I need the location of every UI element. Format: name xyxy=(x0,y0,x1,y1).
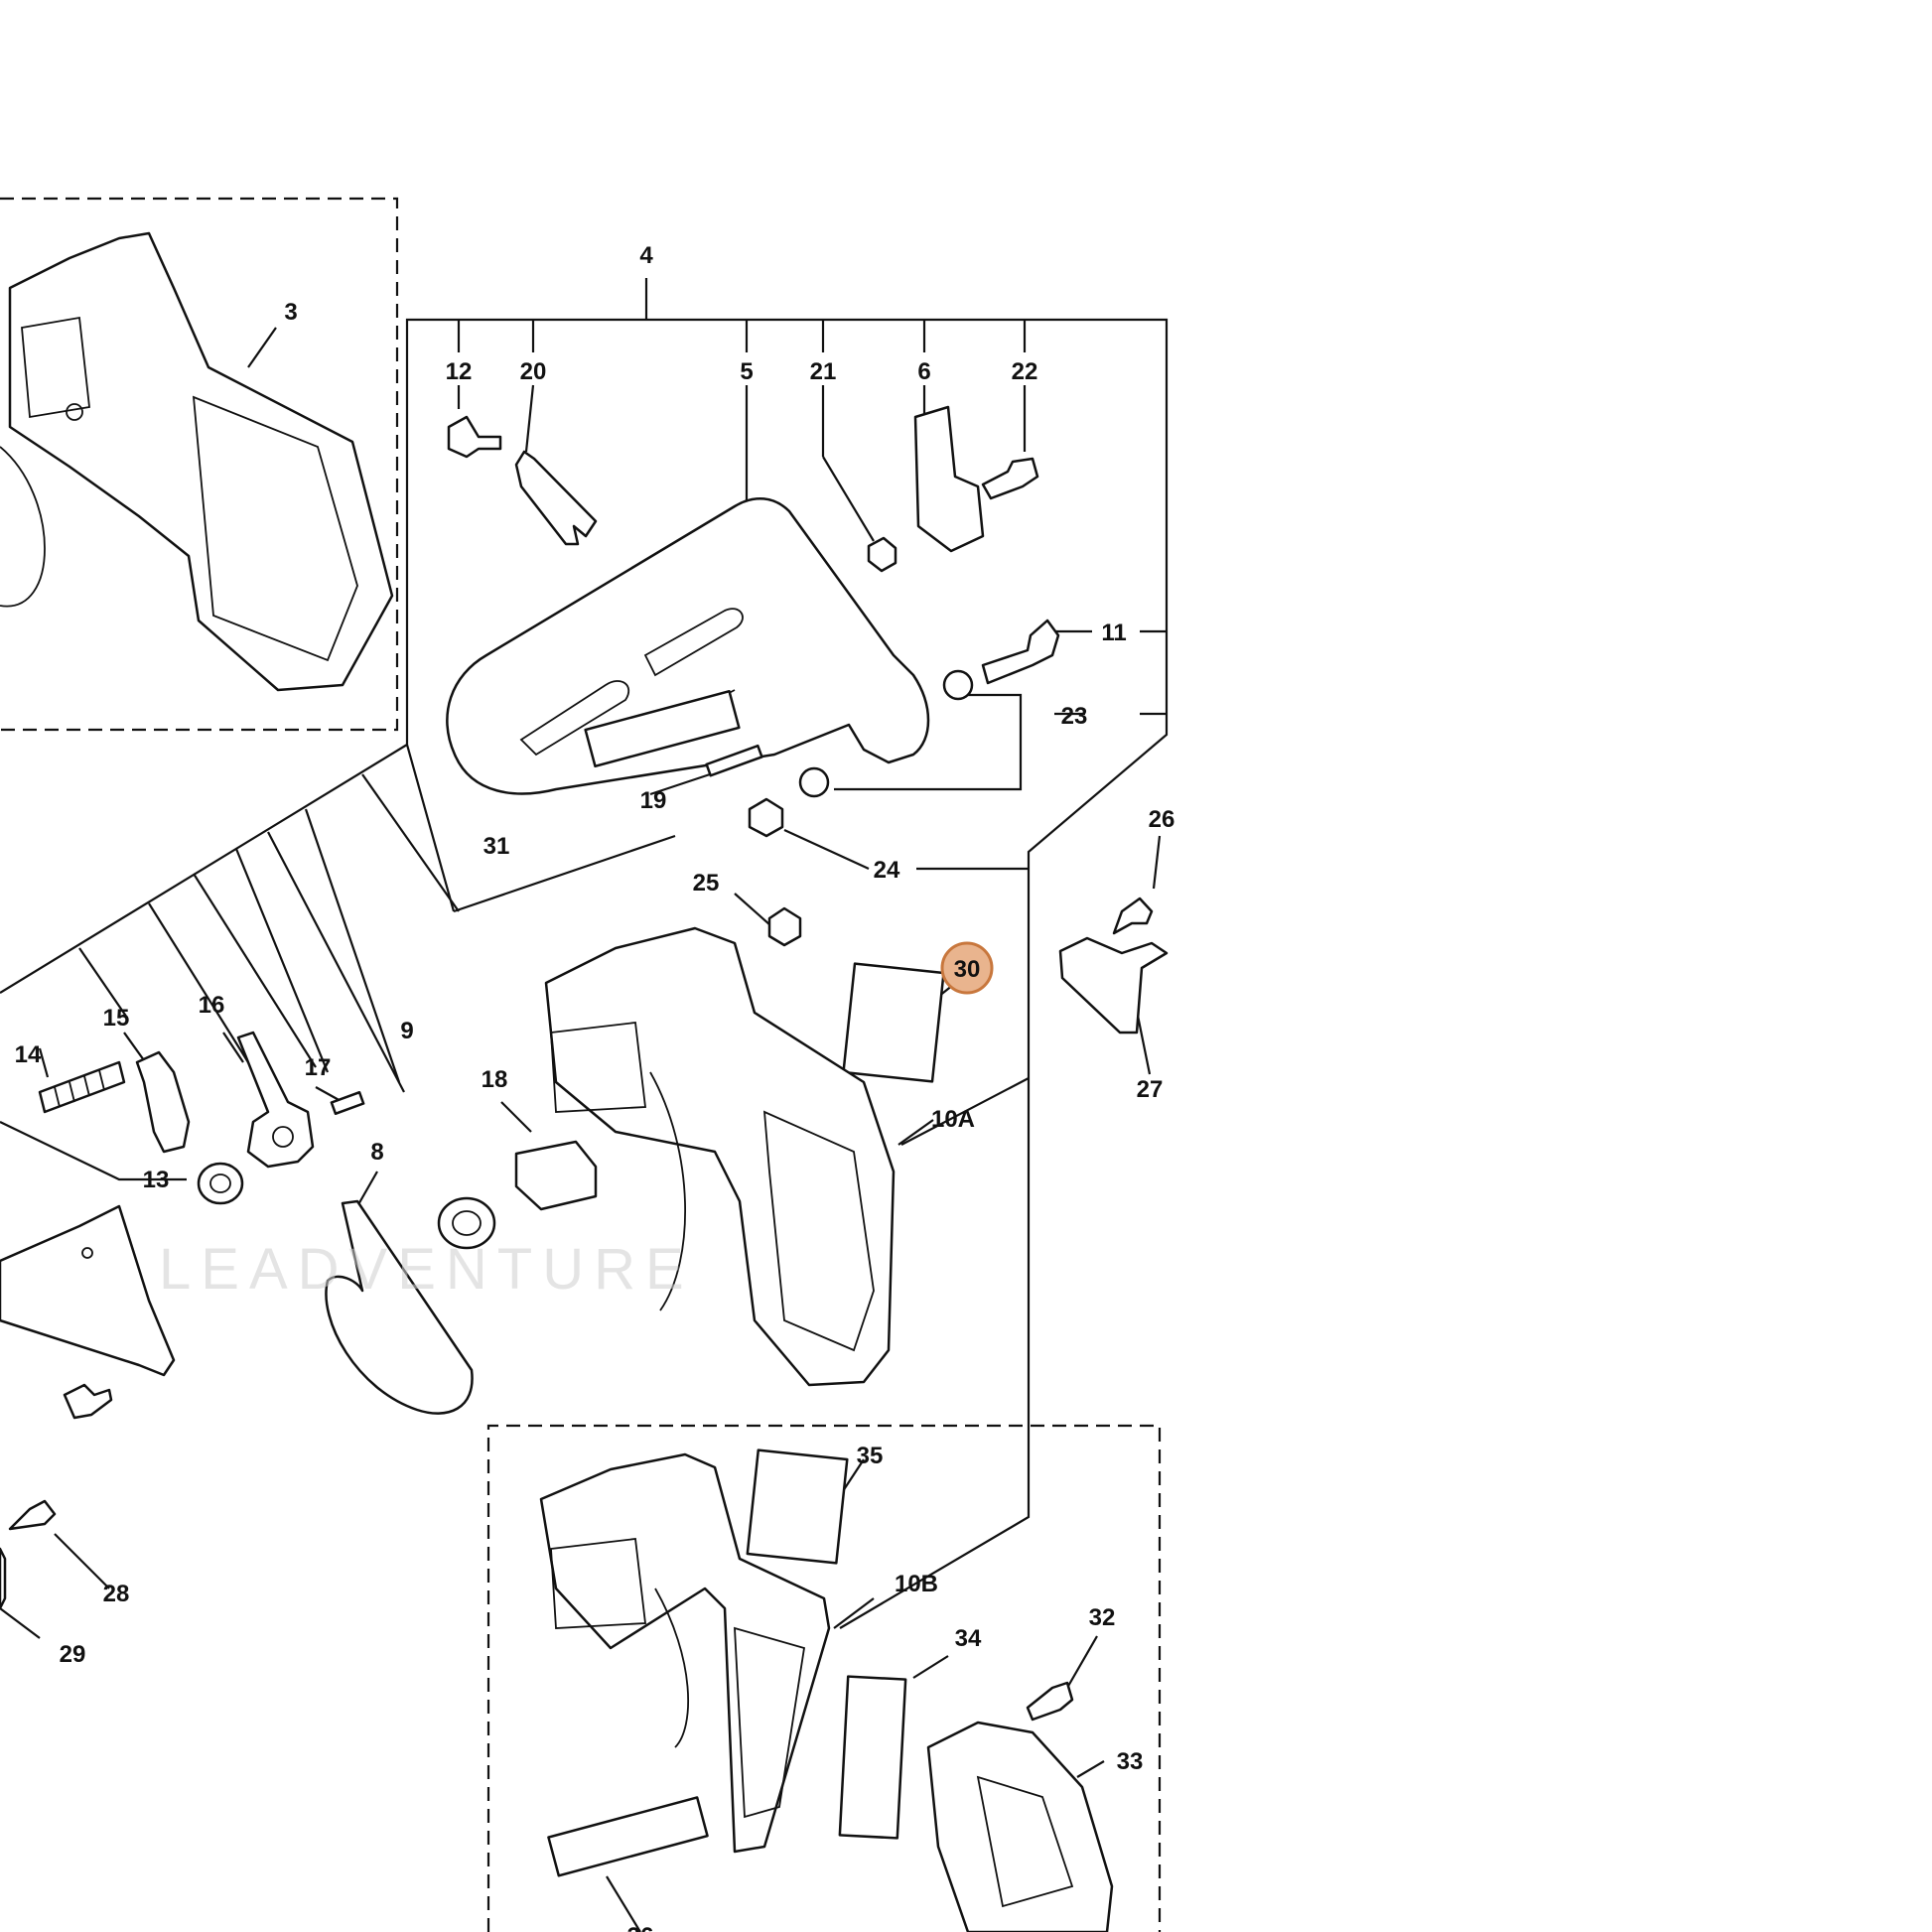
callout-label-10B[interactable]: 10B xyxy=(895,1571,938,1597)
callout-label-4[interactable]: 4 xyxy=(639,242,653,269)
callout-label-19[interactable]: 19 xyxy=(640,787,667,814)
callout-label-32[interactable]: 32 xyxy=(1089,1604,1116,1631)
callout-label-35[interactable]: 35 xyxy=(857,1443,884,1469)
part-34-label xyxy=(838,1675,907,1840)
part-26-screw xyxy=(1112,897,1154,935)
part-27-latch xyxy=(1058,936,1169,1035)
assembly-bracket-lines xyxy=(0,278,1169,1629)
part-29-part xyxy=(0,1547,7,1610)
part-16-brake-lever xyxy=(236,1031,315,1169)
part-11-bolt xyxy=(981,619,1060,685)
callout-label-6[interactable]: 6 xyxy=(917,358,930,385)
callout-label-14[interactable]: 14 xyxy=(15,1041,42,1068)
watermark-text: LEADVENTURE xyxy=(159,1237,694,1302)
callout-label-33[interactable]: 33 xyxy=(1117,1748,1144,1775)
part-15-lever xyxy=(135,1050,191,1154)
part-17-pin xyxy=(330,1090,365,1116)
callout-label-5[interactable]: 5 xyxy=(740,358,753,385)
callout-label-23[interactable]: 23 xyxy=(1061,703,1088,730)
part-5-guide-bar-cover xyxy=(446,496,930,795)
part-10A-handle-assembly xyxy=(544,926,896,1387)
part-36-label xyxy=(547,1796,709,1877)
callout-label-31[interactable]: 31 xyxy=(483,833,510,860)
part-18-block xyxy=(514,1140,598,1211)
callout-label-28[interactable]: 28 xyxy=(103,1581,130,1607)
part-22-bolt xyxy=(981,457,1039,500)
callout-label-13[interactable]: 13 xyxy=(143,1167,170,1193)
callout-label-22[interactable]: 22 xyxy=(1012,358,1038,385)
callout-label-29[interactable]: 29 xyxy=(60,1641,86,1668)
callout-label-15[interactable]: 15 xyxy=(103,1005,130,1032)
part-6-bracket xyxy=(913,405,985,553)
callout-label-36[interactable]: 36 xyxy=(627,1923,654,1932)
part-13-bushing xyxy=(197,1162,244,1205)
callout-label-27[interactable]: 27 xyxy=(1137,1076,1164,1103)
part-30-label xyxy=(842,962,945,1083)
part-cover-plate-left xyxy=(0,1204,176,1377)
part-20-spring-clip xyxy=(514,450,598,546)
callout-label-3[interactable]: 3 xyxy=(284,299,297,326)
part-14-spring xyxy=(38,1060,126,1114)
callout-labels: 3 4 12 20 5 21 6 22 11 23 19 31 24 25 26… xyxy=(15,242,1175,1932)
callout-label-25[interactable]: 25 xyxy=(693,870,720,897)
callout-label-26[interactable]: 26 xyxy=(1149,806,1175,833)
part-21-nut xyxy=(867,536,897,573)
dashed-group-box-top-left xyxy=(0,197,399,732)
callout-label-21[interactable]: 21 xyxy=(810,358,837,385)
part-28-screw xyxy=(8,1499,57,1531)
part-9-bushing xyxy=(437,1196,496,1250)
highlighted-callout-30[interactable]: 30 xyxy=(940,941,994,995)
part-8-brake-band xyxy=(325,1199,474,1415)
callout-label-9[interactable]: 9 xyxy=(400,1018,413,1044)
part-screw-left xyxy=(63,1383,113,1420)
part-23-washers xyxy=(798,669,974,798)
part-31-label xyxy=(584,689,741,768)
callout-label-34[interactable]: 34 xyxy=(955,1625,982,1652)
callout-label-17[interactable]: 17 xyxy=(305,1054,332,1081)
part-10B-handle-assembly xyxy=(539,1452,831,1854)
callout-label-8[interactable]: 8 xyxy=(370,1139,383,1166)
part-33-cover xyxy=(926,1721,1114,1932)
part-3-handle-assembly xyxy=(0,231,394,692)
callout-label-20[interactable]: 20 xyxy=(520,358,547,385)
callout-label-18[interactable]: 18 xyxy=(482,1066,508,1093)
part-25-nut xyxy=(767,906,802,947)
part-35-label xyxy=(746,1449,849,1565)
part-32-screw xyxy=(1026,1681,1074,1722)
part-24-nut xyxy=(748,797,784,838)
part-19-pin xyxy=(705,744,763,777)
callout-label-11[interactable]: 11 xyxy=(1101,620,1126,646)
dashed-group-box-bottom xyxy=(486,1424,1162,1932)
part-12-bolt xyxy=(447,415,502,459)
callout-label-24[interactable]: 24 xyxy=(874,857,900,884)
callout-label-16[interactable]: 16 xyxy=(199,992,225,1019)
callout-label-12[interactable]: 12 xyxy=(446,358,473,385)
callout-label-10A[interactable]: 10A xyxy=(931,1106,975,1133)
callout-label-30: 30 xyxy=(954,956,981,983)
